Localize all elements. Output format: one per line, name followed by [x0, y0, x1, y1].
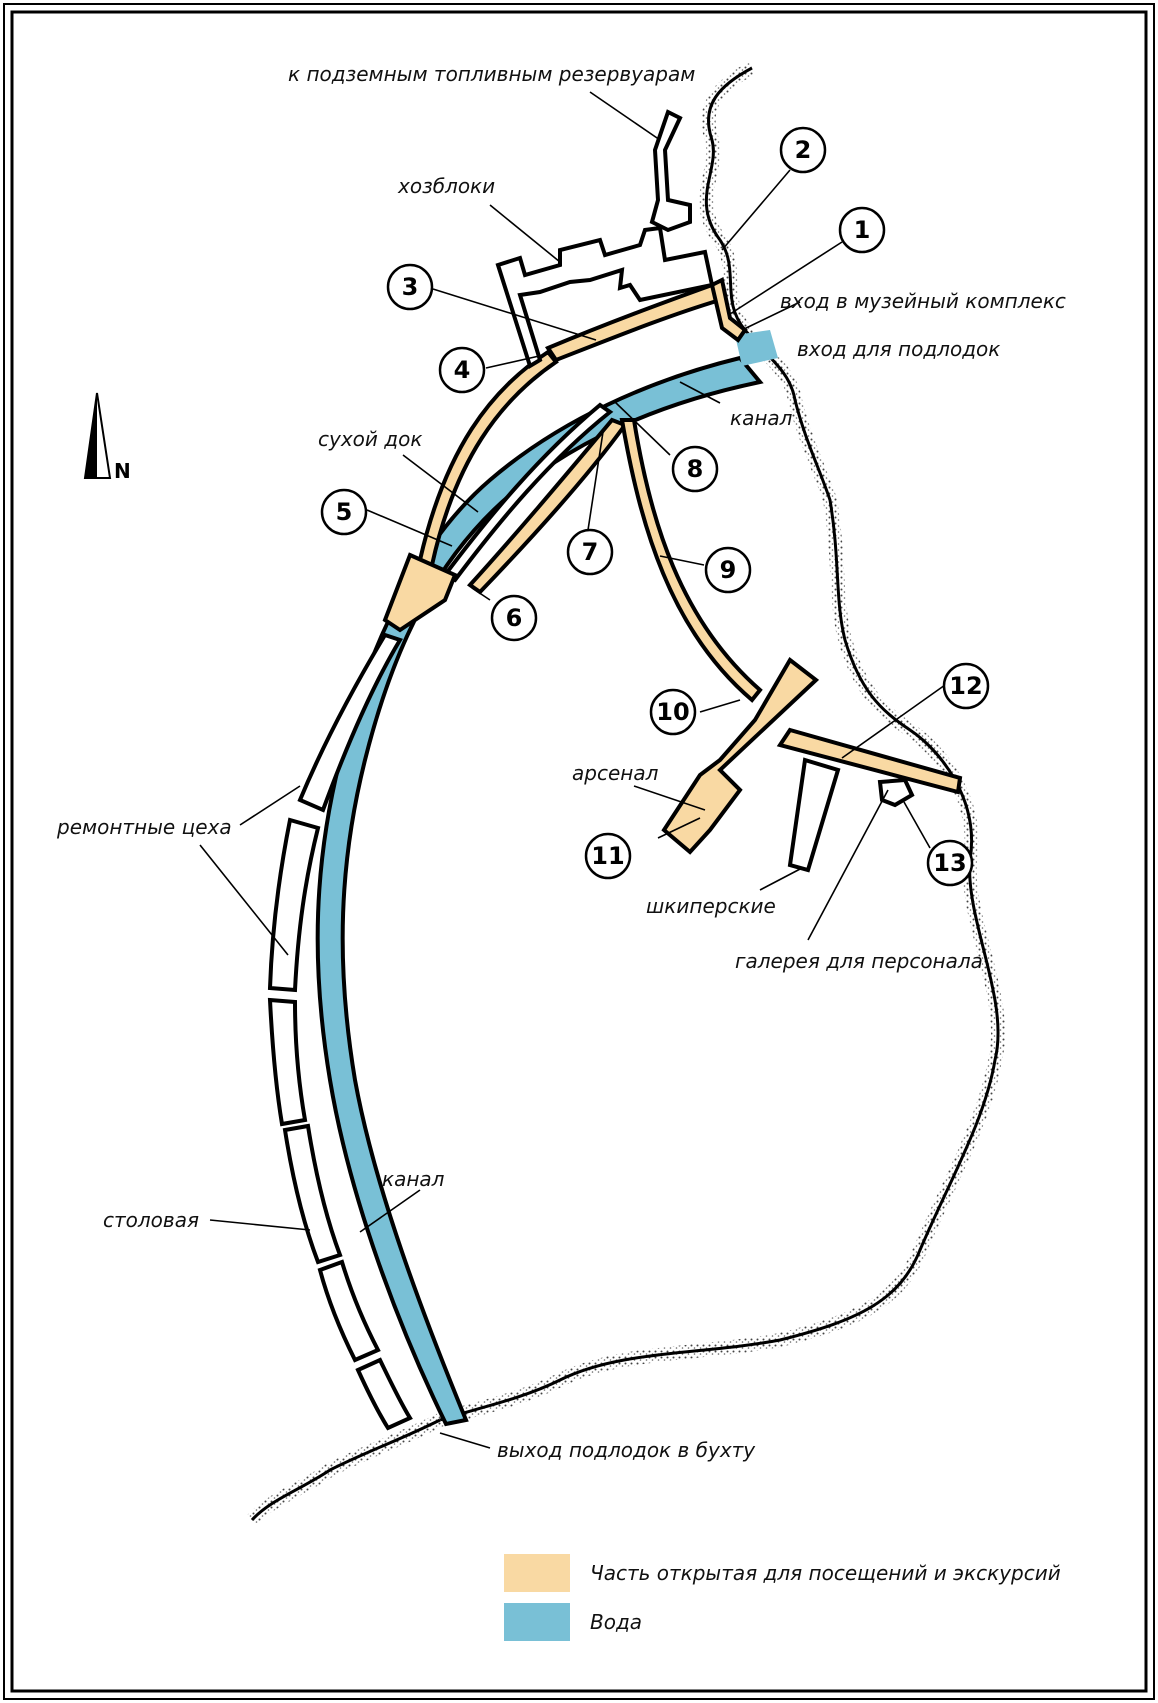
arsenal-building — [661, 657, 820, 855]
marker-7[interactable]: 7 — [566, 528, 614, 576]
label-skipper-rooms: шкиперские — [646, 894, 776, 918]
label-submarine-entrance: вход для подлодок — [797, 337, 1000, 361]
label-canal-lower: канал — [382, 1167, 445, 1191]
legend-swatch-water — [504, 1603, 570, 1641]
label-museum-entrance: вход в музейный комплекс — [780, 289, 1066, 313]
open-walkway-6 — [466, 417, 629, 595]
open-corridor-9 — [619, 418, 763, 703]
legend: Часть открытая для посещений и экскурсий… — [504, 1554, 1061, 1641]
svg-text:1: 1 — [854, 216, 871, 244]
leader-lines — [199, 91, 946, 1449]
open-entrance-1 — [709, 277, 748, 343]
marker-2[interactable]: 2 — [779, 126, 827, 174]
marker-9[interactable]: 9 — [704, 546, 752, 594]
open-corridor-3 — [544, 282, 723, 363]
north-arrow-label: N — [114, 459, 131, 483]
label-repair-shops: ремонтные цеха — [56, 815, 232, 839]
legend-label-water: Вода — [590, 1610, 642, 1634]
coastline-east — [437, 61, 1006, 1427]
svg-text:13: 13 — [933, 849, 966, 877]
open-corridor-12 — [776, 727, 963, 795]
map-labels: к подземным топливным резервуарам хозбло… — [56, 62, 1066, 1462]
fuel-tank-tunnel — [649, 109, 692, 233]
marker-13[interactable]: 13 — [926, 839, 974, 887]
coastline-southwest — [246, 1413, 444, 1525]
legend-swatch-open-area — [504, 1554, 570, 1592]
label-arsenal: арсенал — [572, 761, 659, 785]
label-staff-gallery: галерея для персонала — [735, 949, 983, 973]
svg-text:3: 3 — [402, 273, 419, 301]
inner-frame — [10, 10, 1148, 1693]
svg-text:9: 9 — [720, 556, 737, 584]
submarine-entrance-water — [735, 330, 778, 366]
north-arrow: N — [83, 392, 131, 483]
utility-blocks — [495, 225, 715, 370]
marker-1[interactable]: 1 — [838, 206, 886, 254]
svg-text:6: 6 — [506, 604, 523, 632]
marker-12[interactable]: 12 — [942, 662, 990, 710]
staff-gallery-niche — [877, 777, 915, 808]
marker-4[interactable]: 4 — [438, 346, 486, 394]
svg-text:7: 7 — [582, 538, 599, 566]
legend-item-open-area: Часть открытая для посещений и экскурсий — [504, 1554, 1061, 1592]
svg-text:4: 4 — [454, 356, 471, 384]
label-fuel-tanks: к подземным топливным резервуарам — [288, 62, 695, 86]
svg-text:8: 8 — [687, 455, 704, 483]
open-junction-5-6 — [382, 552, 458, 633]
svg-text:2: 2 — [795, 136, 812, 164]
outer-frame — [3, 3, 1155, 1700]
marker-3[interactable]: 3 — [386, 263, 434, 311]
legend-label-open-area: Часть открытая для посещений и экскурсий — [590, 1561, 1061, 1585]
label-bay-exit: выход подлодок в бухту — [497, 1438, 756, 1462]
svg-text:10: 10 — [656, 698, 689, 726]
label-canteen: столовая — [103, 1208, 199, 1232]
legend-item-water: Вода — [504, 1603, 642, 1641]
svg-text:11: 11 — [591, 842, 624, 870]
marker-8[interactable]: 8 — [671, 445, 719, 493]
label-canal-upper: канал — [730, 406, 793, 430]
label-dry-dock: сухой док — [318, 427, 422, 451]
canteen-blocks — [282, 1123, 413, 1431]
marker-5[interactable]: 5 — [320, 488, 368, 536]
marker-6[interactable]: 6 — [490, 594, 538, 642]
label-utility-blocks: хозблоки — [397, 174, 495, 198]
svg-text:12: 12 — [949, 672, 982, 700]
skipper-block — [787, 757, 841, 873]
numbered-markers: 1 2 3 4 5 6 7 8 9 10 11 12 13 — [320, 126, 990, 887]
svg-text:5: 5 — [336, 498, 353, 526]
marker-10[interactable]: 10 — [649, 688, 697, 736]
marker-11[interactable]: 11 — [584, 832, 632, 880]
